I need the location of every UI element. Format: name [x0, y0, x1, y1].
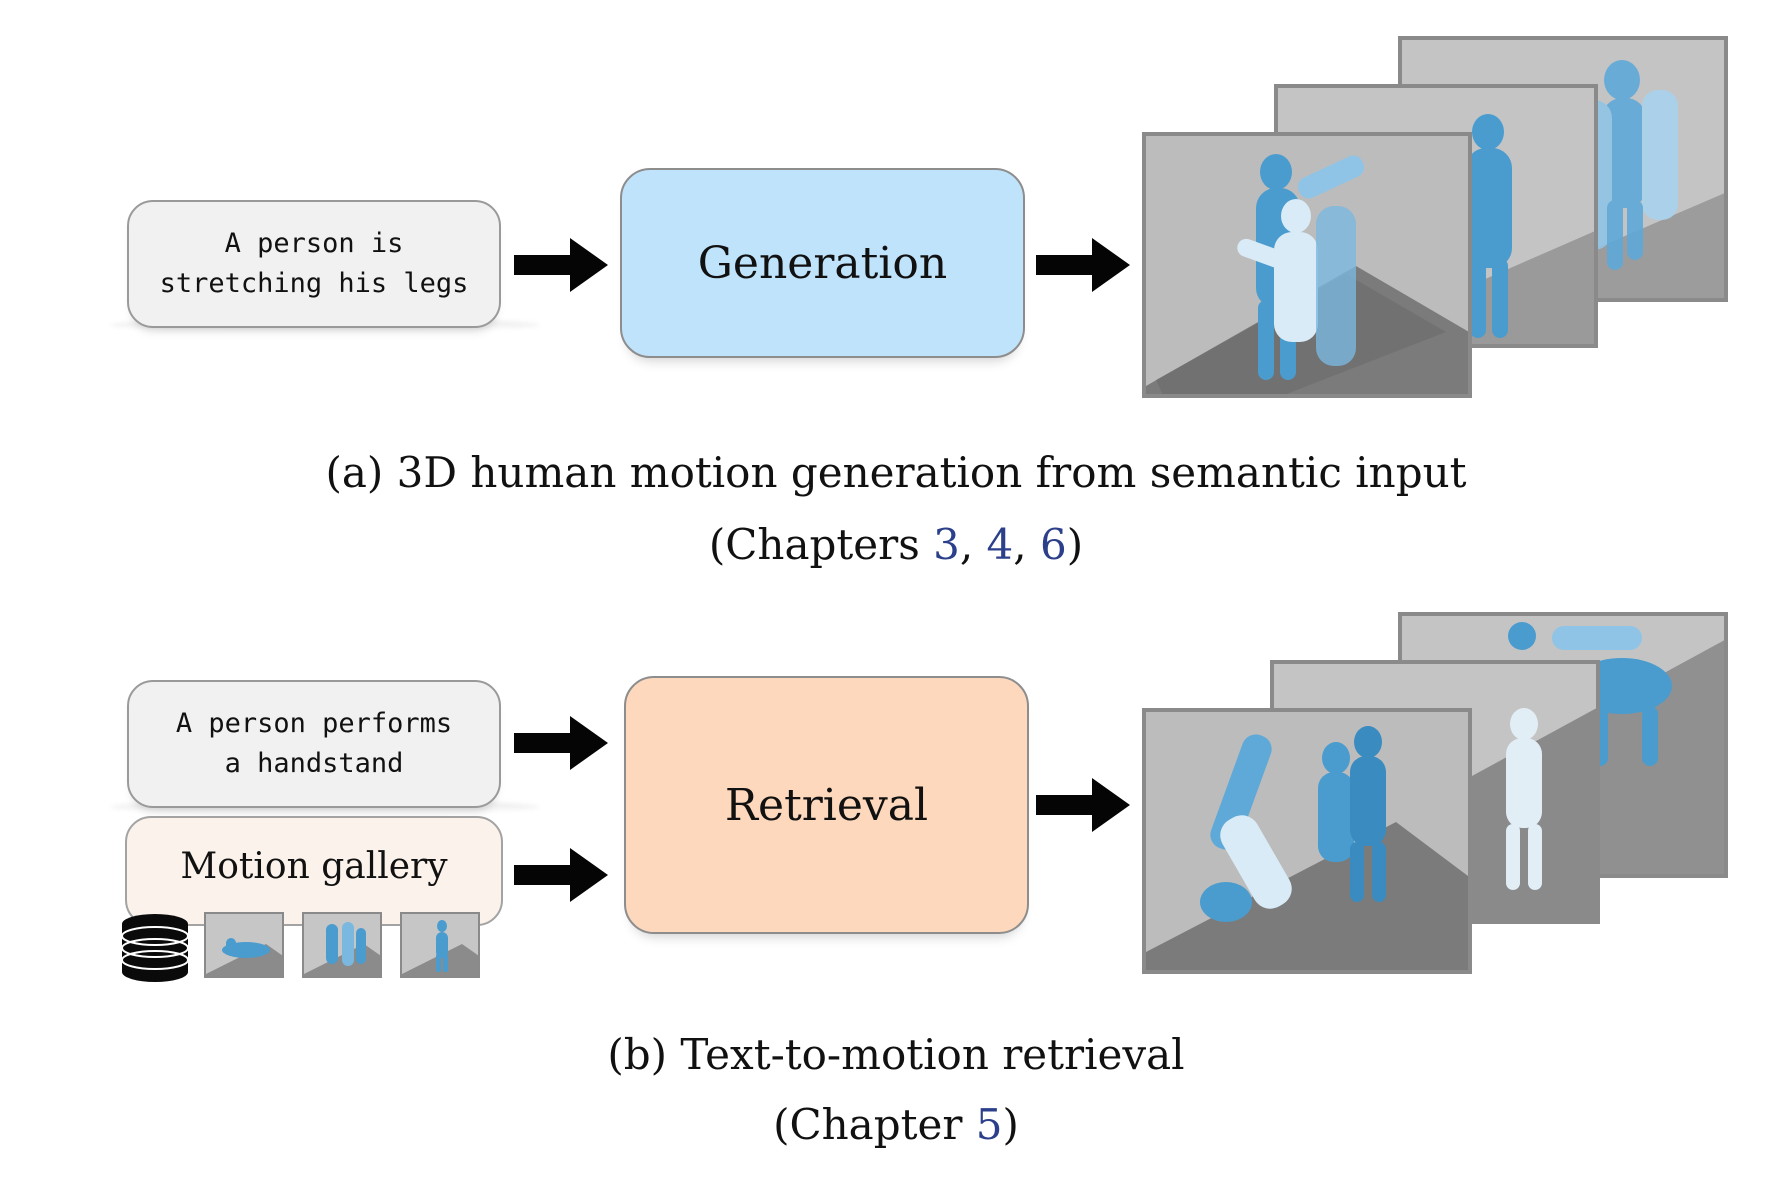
arrow-right-icon: [514, 716, 608, 770]
arrow-right-icon: [1036, 238, 1130, 292]
chapter-ref-3[interactable]: 3: [933, 520, 960, 569]
generation-block: Generation: [620, 168, 1025, 358]
database-icon: [121, 914, 189, 982]
caption-b-prefix: (Chapter: [773, 1100, 976, 1149]
chapter-ref-5[interactable]: 5: [975, 1100, 1003, 1149]
text-input-box-b: A person performs a handstand: [127, 680, 501, 808]
arrow-right-icon: [514, 848, 608, 902]
caption-a-line-1: (a) 3D human motion generation from sema…: [325, 448, 1467, 497]
gallery-thumbnail: [302, 912, 382, 978]
input-text-line-2: stretching his legs: [159, 268, 469, 299]
caption-a-line-2: (Chapters 3, 4, 6): [0, 520, 1792, 569]
motion-gallery-box: Motion gallery: [125, 816, 503, 926]
caption-a-prefix: (Chapters: [708, 520, 934, 569]
text-input-box-a: A person is stretching his legs: [127, 200, 501, 328]
caption-b-line-2: (Chapter 5): [0, 1100, 1792, 1149]
input-text-line-2: a handstand: [224, 748, 404, 779]
caption-b-line-1: (b) Text-to-motion retrieval: [607, 1030, 1185, 1079]
arrow-right-icon: [514, 238, 608, 292]
gallery-thumbnail: [204, 912, 284, 978]
input-text-line-1: A person performs: [175, 708, 453, 739]
retrieval-block: Retrieval: [624, 676, 1029, 934]
gallery-thumbnail: [400, 912, 480, 978]
chapter-ref-4[interactable]: 4: [986, 520, 1014, 569]
motion-render-image: [1146, 136, 1468, 394]
caption-a-suffix: ): [1066, 520, 1084, 569]
motion-render-image: [1402, 616, 1724, 874]
input-text-line-1: A person is: [224, 228, 404, 259]
motion-render-image: [1146, 712, 1468, 970]
arrow-right-icon: [1036, 778, 1130, 832]
generation-label: Generation: [697, 237, 948, 289]
motion-gallery-label: Motion gallery: [180, 846, 448, 887]
chapter-ref-6[interactable]: 6: [1039, 520, 1067, 569]
retrieval-label: Retrieval: [724, 779, 929, 831]
caption-a-sep-2: ,: [1013, 520, 1040, 569]
caption-a-sep-1: ,: [959, 520, 987, 569]
motion-frame-front: [1142, 132, 1472, 398]
caption-b-suffix: ): [1002, 1100, 1019, 1149]
motion-frame-front: [1142, 708, 1472, 974]
